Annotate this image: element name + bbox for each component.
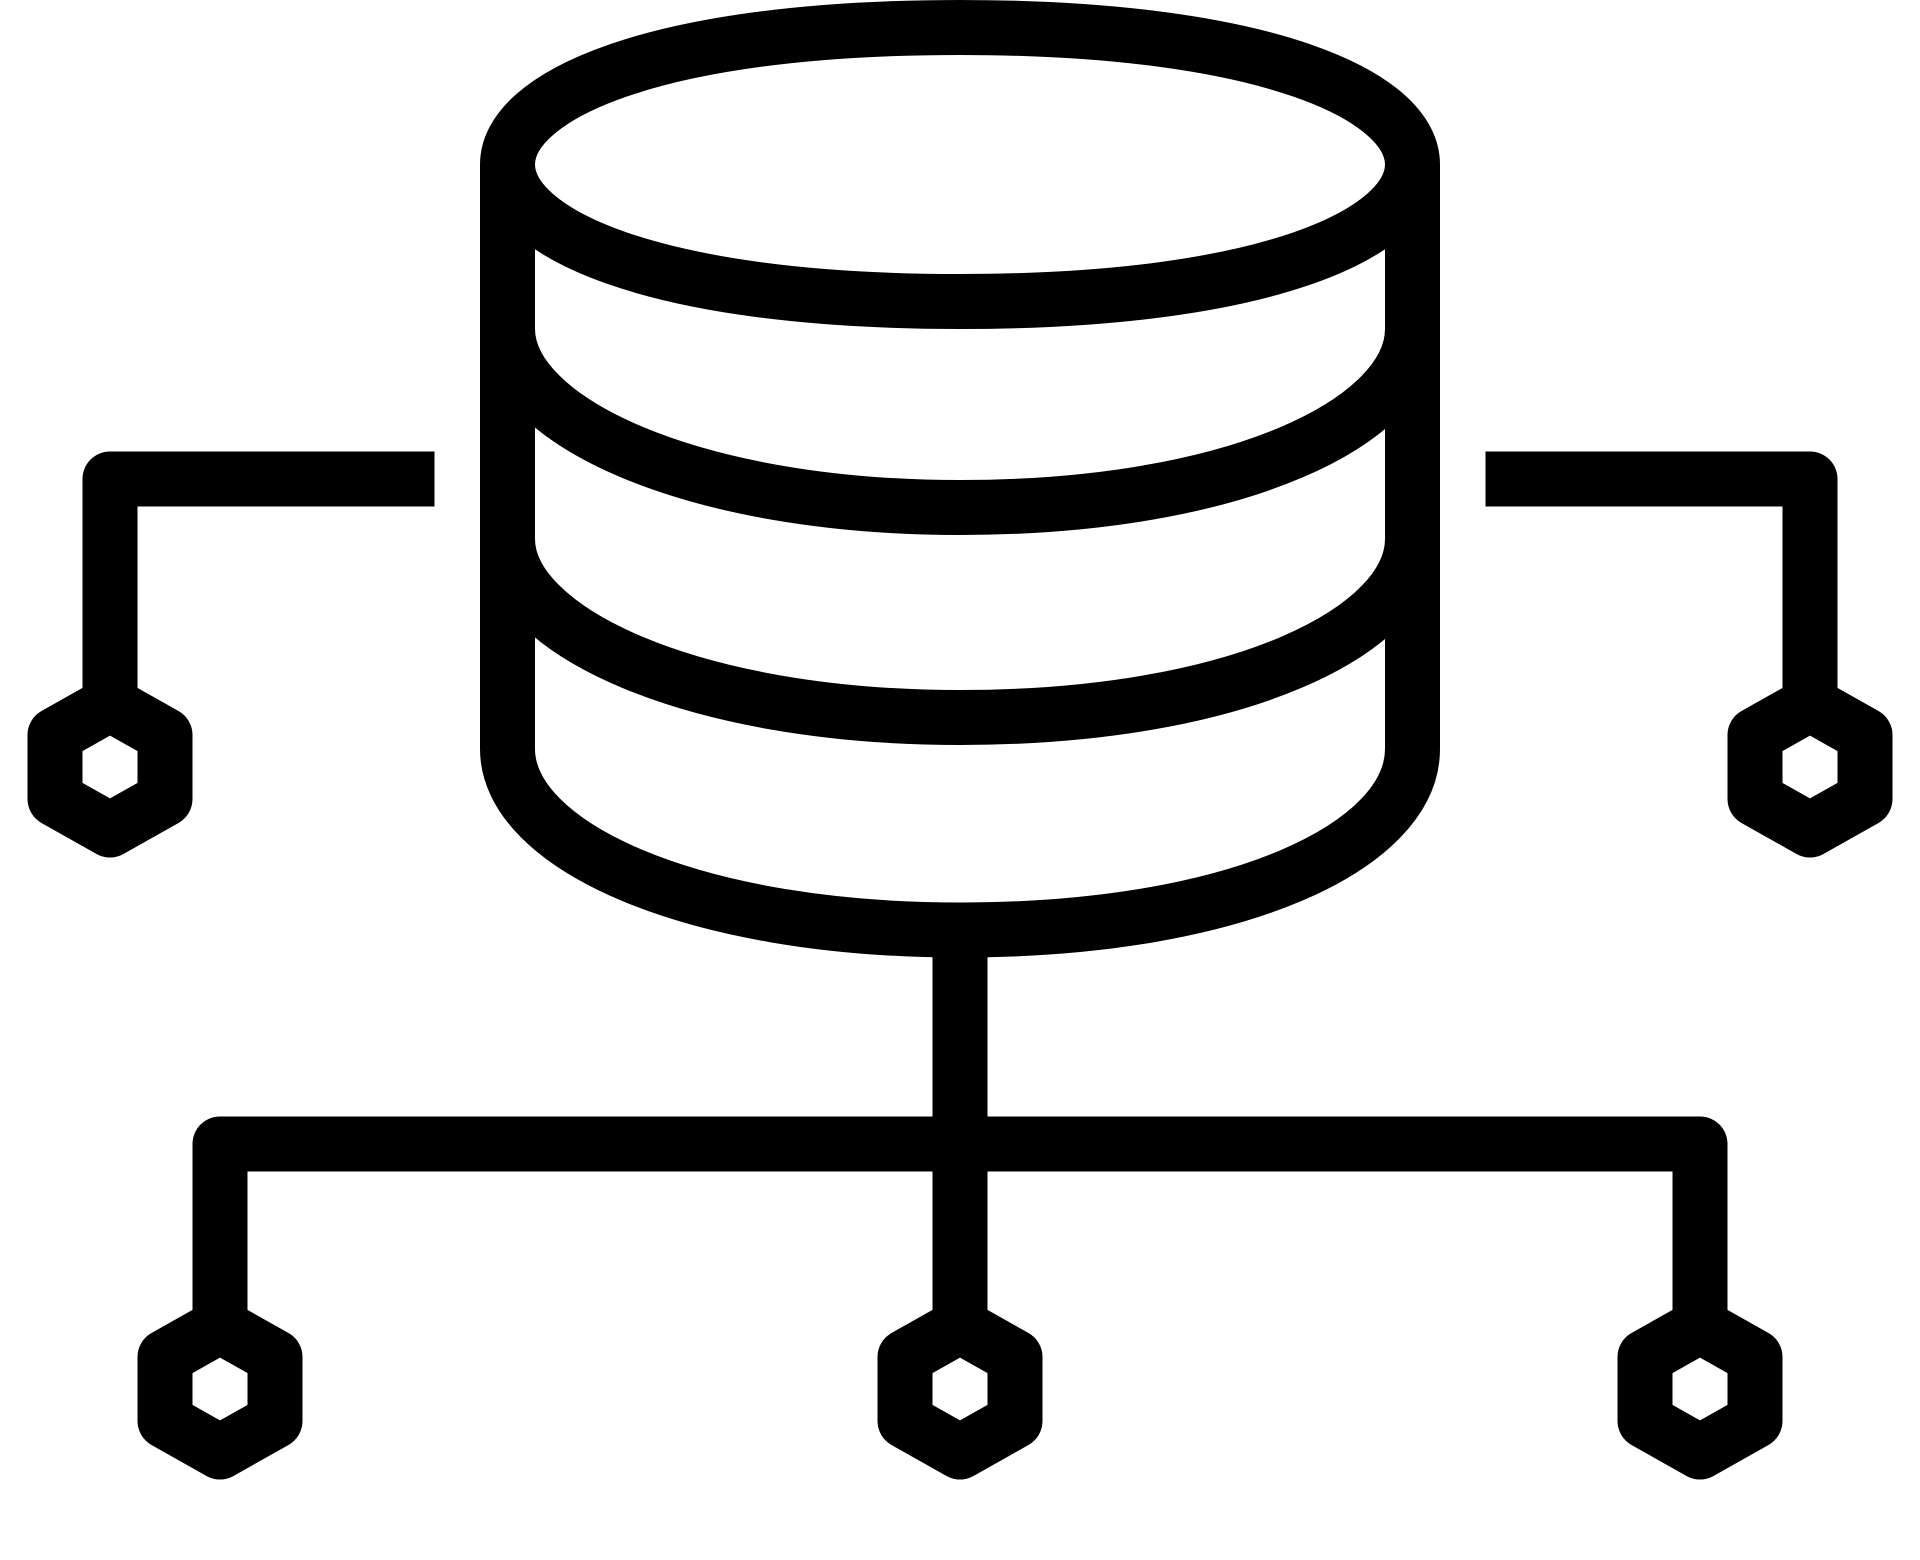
node-bottom-right	[1617, 1298, 1783, 1480]
connector-right	[1485, 451, 1838, 704]
database-layer-1	[480, 326, 1440, 535]
database-top-ellipse	[480, 0, 1440, 329]
network-nodes	[27, 676, 1893, 1480]
node-bottom-left	[137, 1298, 303, 1480]
database-network-icon	[27, 0, 1893, 1480]
node-left	[27, 676, 193, 858]
node-right	[1727, 676, 1893, 858]
database-layer-2	[480, 536, 1440, 745]
node-bottom-center	[877, 1298, 1043, 1480]
connector-left	[82, 451, 435, 704]
database-cylinder-icon	[480, 0, 1440, 958]
